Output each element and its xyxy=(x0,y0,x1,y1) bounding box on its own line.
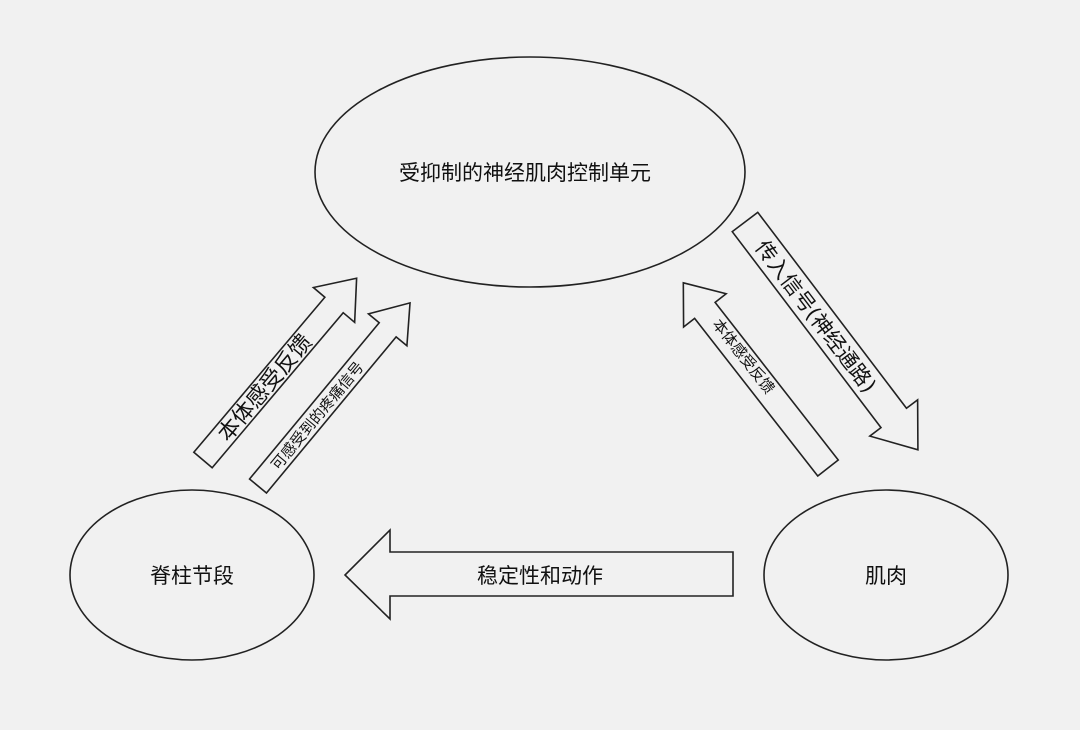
node-left-label: 脊柱节段 xyxy=(150,564,234,588)
arrow-bottom-stability: 稳定性和动作 xyxy=(343,528,734,621)
node-right: 肌肉 xyxy=(763,489,1009,661)
node-left: 脊柱节段 xyxy=(69,489,315,661)
node-top-label: 受抑制的神经肌肉控制单元 xyxy=(399,161,651,185)
node-top: 受抑制的神经肌肉控制单元 xyxy=(314,56,746,288)
node-right-label: 肌肉 xyxy=(865,564,907,588)
arrow-bottom-stability-label: 稳定性和动作 xyxy=(477,564,603,588)
